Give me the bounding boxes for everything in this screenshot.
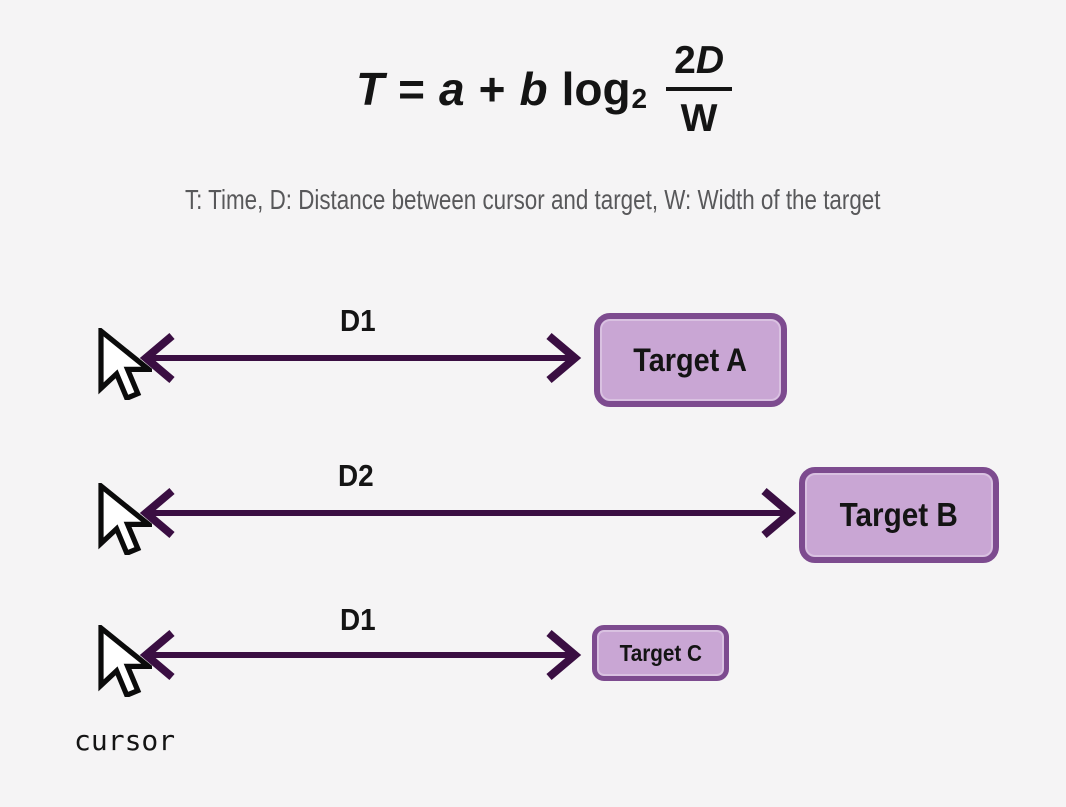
formula-log-base: 2 — [631, 83, 648, 114]
formula-denominator: W — [666, 86, 732, 138]
target-c-label: Target C — [619, 639, 702, 666]
target-a-box[interactable]: Target A — [594, 313, 787, 407]
formula-fraction: 2D W — [666, 41, 732, 138]
formula-slope: b — [519, 63, 548, 115]
distance-label-row1-text: D1 — [340, 303, 376, 338]
target-c-box[interactable]: Target C — [592, 625, 729, 681]
distance-label-row3: D1 — [298, 602, 418, 638]
formula-plus: + — [478, 63, 506, 115]
cursor-icon — [98, 483, 152, 555]
target-a-label: Target A — [633, 341, 748, 378]
cursor-caption: cursor — [74, 724, 176, 757]
distance-label-row3-text: D1 — [340, 602, 376, 637]
distance-label-row2: D2 — [296, 458, 416, 494]
cursor-icon — [98, 625, 152, 697]
formula-equals: = — [398, 63, 425, 115]
distance-arrow-d1-a — [139, 332, 582, 384]
distance-arrow-d2-b — [139, 487, 797, 539]
fitts-law-formula: T = a + b log 2 2D W — [15, 28, 1066, 150]
distance-label-row1: D1 — [298, 303, 418, 339]
distance-arrow-d1-c — [139, 629, 582, 681]
formula-numerator-variable: D — [695, 38, 724, 82]
formula-numerator: 2D — [666, 41, 732, 87]
target-b-box[interactable]: Target B — [799, 467, 999, 563]
formula-lhs: T — [356, 63, 385, 115]
formula-legend-text: T: Time, D: Distance between cursor and … — [185, 184, 881, 215]
formula-intercept: a — [438, 63, 465, 115]
formula-legend: T: Time, D: Distance between cursor and … — [0, 184, 1066, 216]
target-b-label: Target B — [839, 496, 959, 533]
formula-numerator-coefficient: 2 — [674, 38, 696, 82]
formula-log: log — [561, 63, 631, 115]
cursor-icon — [98, 328, 152, 400]
distance-label-row2-text: D2 — [338, 458, 374, 493]
